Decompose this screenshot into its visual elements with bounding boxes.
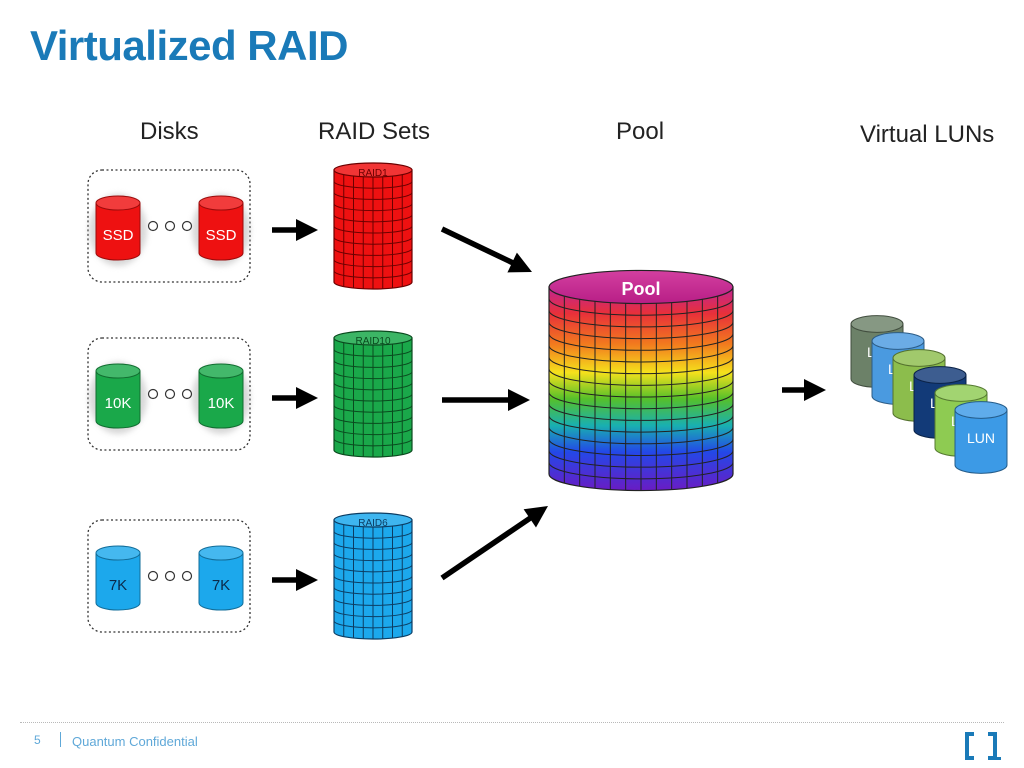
ellipsis-dot bbox=[181, 570, 193, 582]
raid-set-cylinder bbox=[333, 330, 413, 458]
raid-set-cylinder bbox=[333, 512, 413, 640]
disk-label: 10K bbox=[105, 395, 132, 412]
tier-10k: 10K 10K RAID10 bbox=[87, 330, 413, 458]
disk-group-box bbox=[87, 337, 251, 451]
disk-first bbox=[95, 545, 141, 611]
ellipsis-dot bbox=[164, 220, 176, 232]
page-number: 5 bbox=[34, 733, 41, 747]
disk-last bbox=[198, 363, 244, 429]
lun-label: L bbox=[888, 361, 896, 377]
arrow-raid10-to-pool bbox=[442, 389, 530, 411]
lun-cylinder: LUN bbox=[954, 401, 1008, 474]
disk-label: SSD bbox=[206, 227, 237, 244]
raid-label: RAID6 bbox=[358, 518, 388, 529]
lun-label: L bbox=[867, 344, 875, 360]
pool-cylinder bbox=[548, 269, 734, 492]
disk-label: 7K bbox=[212, 577, 230, 594]
pool-label: Pool bbox=[622, 279, 661, 299]
disk-first bbox=[95, 363, 141, 429]
column-header-disks: Disks bbox=[140, 118, 199, 145]
column-header-pool: Pool bbox=[616, 118, 665, 145]
ellipsis-dot bbox=[147, 220, 159, 232]
disk-first bbox=[95, 195, 141, 261]
lun-label: L bbox=[909, 378, 917, 394]
arrow-raid6-to-pool bbox=[440, 505, 549, 581]
quantum-logo-icon bbox=[965, 732, 1001, 760]
ellipsis-dot bbox=[164, 388, 176, 400]
disk-label: 7K bbox=[109, 577, 127, 594]
disk-label: 10K bbox=[208, 395, 235, 412]
arrow-disks-to-raid bbox=[272, 569, 318, 591]
raid-set-cylinder bbox=[333, 162, 413, 290]
disk-last bbox=[198, 545, 244, 611]
arrow-disks-to-raid bbox=[272, 219, 318, 241]
arrow-disks-to-raid bbox=[272, 387, 318, 409]
raid-label: RAID10 bbox=[355, 336, 390, 347]
column-header-raid-sets: RAID Sets bbox=[318, 118, 431, 145]
slide-title: Virtualized RAID bbox=[30, 22, 348, 69]
disk-group-box bbox=[87, 169, 251, 283]
lun-label: LUN bbox=[967, 430, 995, 446]
tier-7k: 7K 7K RAID6 bbox=[87, 512, 413, 640]
arrow-pool-to-luns bbox=[782, 379, 826, 401]
footer-confidential-text: Quantum Confidential bbox=[72, 734, 198, 749]
ellipsis-dot bbox=[181, 388, 193, 400]
footer-divider bbox=[20, 722, 1004, 723]
arrow-raid1-to-pool bbox=[440, 226, 533, 273]
column-header-virtual-luns: Virtual LUNs bbox=[860, 121, 995, 148]
ellipsis-dot bbox=[181, 220, 193, 232]
disk-last bbox=[198, 195, 244, 261]
disk-group-box bbox=[87, 519, 251, 633]
lun-label: L bbox=[930, 395, 938, 411]
ellipsis-dot bbox=[164, 570, 176, 582]
tier-ssd: SSD SSD RAID1 bbox=[87, 162, 413, 290]
footer-separator bbox=[60, 732, 61, 747]
raid-label: RAID1 bbox=[358, 168, 388, 179]
ellipsis-dot bbox=[147, 388, 159, 400]
disk-label: SSD bbox=[103, 227, 134, 244]
ellipsis-dot bbox=[147, 570, 159, 582]
